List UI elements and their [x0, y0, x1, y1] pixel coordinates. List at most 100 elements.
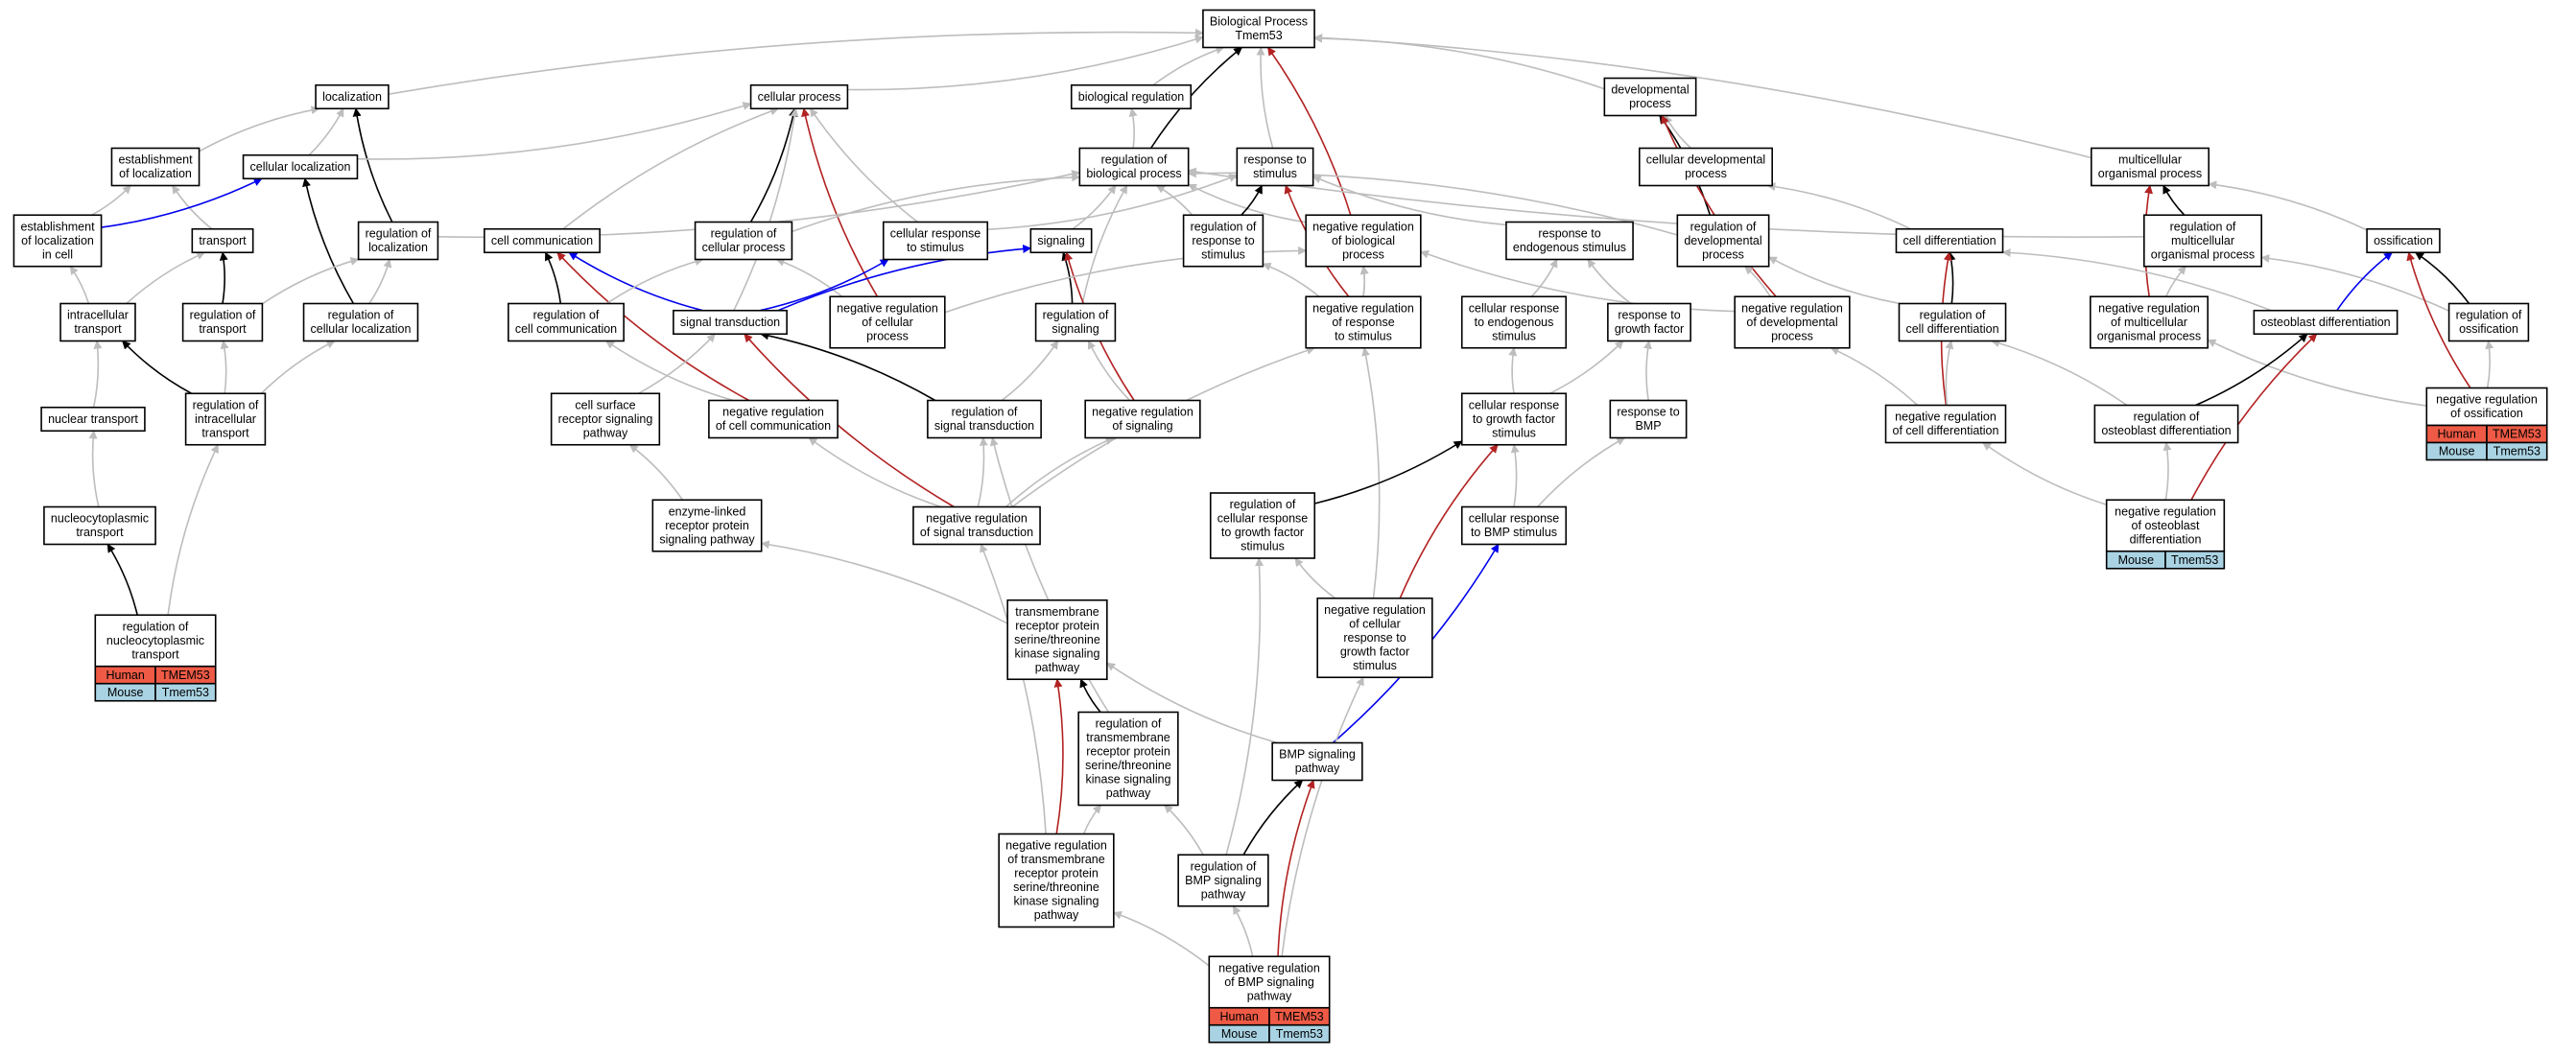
species-cell: Mouse	[2439, 445, 2475, 458]
term-label: serine/threonine	[1014, 633, 1100, 646]
gene-symbol-cell: Tmem53	[2171, 553, 2218, 567]
term-node-cellloc[interactable]: cellular localization	[242, 153, 359, 180]
term-label: cellular response	[1217, 512, 1309, 526]
term-node-nucltrans[interactable]: nuclear transport	[40, 406, 146, 433]
term-label: transmembrane	[1086, 731, 1170, 744]
term-label: signaling pathway	[659, 532, 755, 546]
term-label: Biological Process	[1210, 15, 1308, 29]
term-node-celldiff[interactable]: cell differentiation	[1895, 227, 2004, 254]
term-label: regulation of	[1920, 309, 1986, 322]
term-label: transport	[199, 322, 247, 336]
edge-part_of-regbp-to-bp	[1149, 46, 1243, 149]
term-label: regulation of	[952, 406, 1018, 419]
edge-is_a-osteo-to-celldiff	[2001, 247, 2272, 312]
term-label: BMP signaling	[1279, 748, 1356, 762]
edge-is_a-cellrespendo-to-respendo	[1530, 258, 1558, 297]
edge-part_of-regcomm-to-comm	[544, 251, 562, 304]
edge-is_a-negcomm-to-regcomm	[604, 340, 734, 402]
term-label: nucleocytoplasmic	[51, 512, 149, 526]
term-label: stimulus	[1492, 426, 1536, 439]
term-node-regnucleo[interactable]: regulation ofnucleocytoplasmictransportH…	[94, 614, 217, 702]
term-label: regulation of	[328, 309, 394, 322]
term-label: BMP	[1635, 419, 1661, 433]
term-node-comm[interactable]: cell communication	[484, 227, 601, 254]
term-label: regulation of	[1690, 220, 1757, 233]
term-label: to growth factor	[1473, 412, 1555, 426]
edge-is_a-bmpsp-to-tmrp	[1106, 662, 1278, 744]
edge-negative-negcp-to-cp	[801, 107, 879, 297]
edge-part_of-regloc-to-loc	[352, 107, 393, 223]
edge-is_a-negresp-to-regresp	[1262, 262, 1320, 297]
term-label: of multicellular	[2111, 316, 2187, 329]
term-node-transport[interactable]: transport	[191, 227, 254, 254]
edge-is_a-regcp-to-regbp	[792, 173, 1081, 233]
term-node-cp[interactable]: cellular process	[749, 83, 849, 110]
term-label: regulation of	[193, 398, 259, 411]
term-label: transport	[199, 234, 247, 247]
term-node-ossif[interactable]: ossification	[2366, 227, 2441, 254]
term-node-sigtrans[interactable]: signal transduction	[673, 309, 788, 336]
term-label: of osteoblast	[2132, 519, 2200, 532]
edge-is_a-loc-to-bp	[388, 28, 1204, 95]
term-node-breg[interactable]: biological regulation	[1070, 83, 1193, 110]
edge-is_a-regbmp-to-regtmrp	[1164, 804, 1204, 856]
edge-is_a-negbmp-to-regbmp	[1232, 905, 1254, 957]
term-node-loc[interactable]: localization	[315, 83, 390, 110]
term-node-osteo[interactable]: osteoblast differentiation	[2253, 309, 2399, 336]
term-node-signaling[interactable]: signaling	[1029, 227, 1093, 254]
term-label: endogenous stimulus	[1513, 241, 1626, 254]
